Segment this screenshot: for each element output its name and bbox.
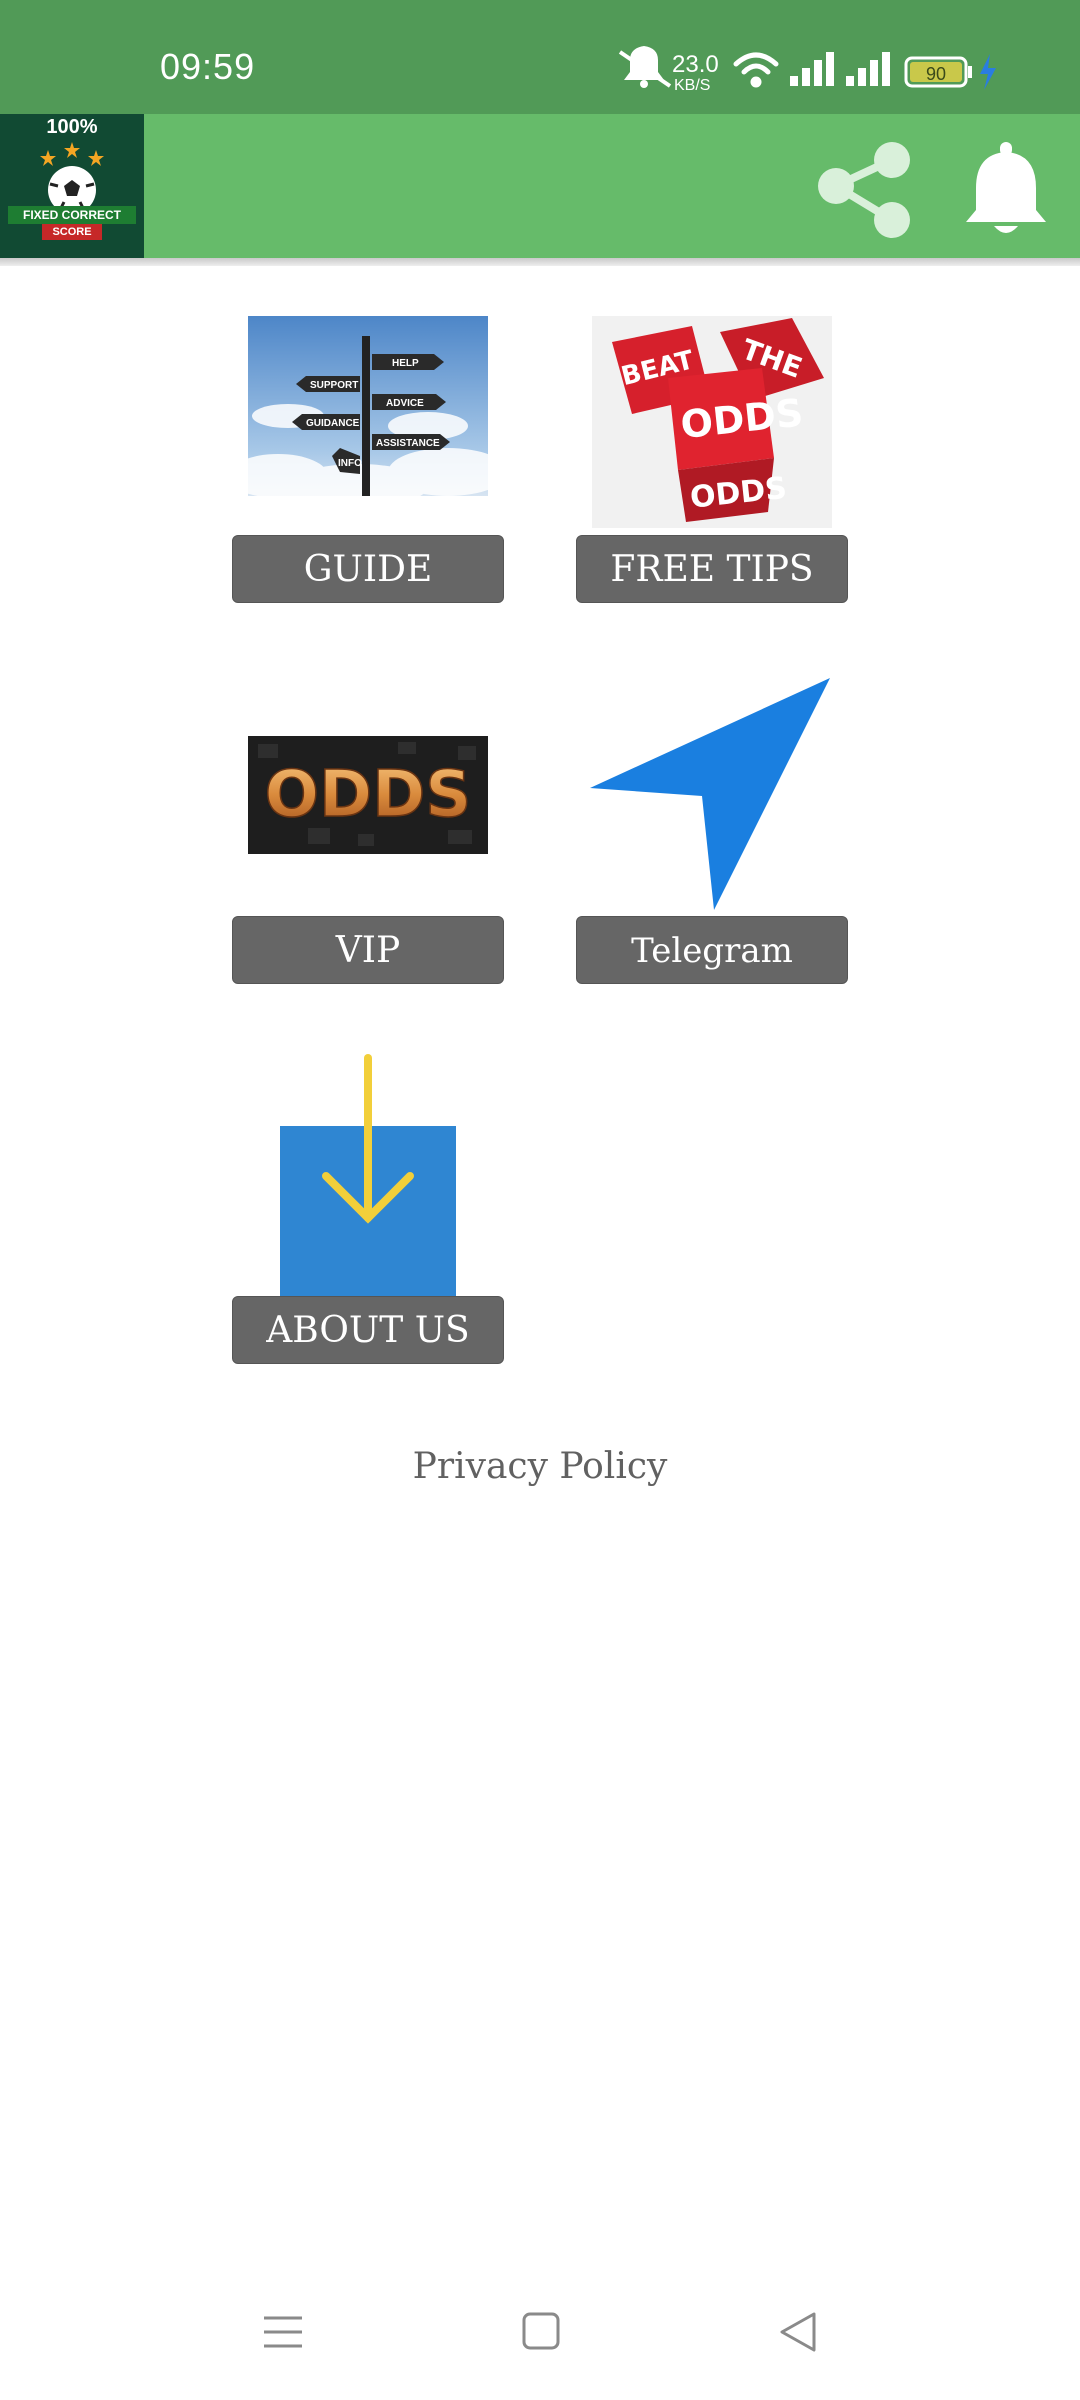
navigation-bar	[264, 2312, 816, 2352]
soccer-ball-icon	[40, 142, 104, 214]
status-time: 09:59	[160, 46, 256, 87]
free-tips-button[interactable]: FREE TIPS	[576, 535, 848, 603]
app-logo: 100% FIXED CORRECT SCORE	[0, 114, 144, 258]
battery-level: 90	[926, 64, 946, 84]
odds-image-text: ODDS	[265, 758, 472, 832]
toolbar-shadow	[0, 258, 1080, 266]
vip-odds-image[interactable]: ODDS	[248, 736, 488, 854]
status-icons: 23.0 KB/S 90	[618, 46, 996, 94]
guide-button[interactable]: GUIDE	[232, 535, 504, 603]
battery-icon: 90	[904, 56, 972, 88]
sign-help: HELP	[392, 358, 419, 369]
about-download-image[interactable]	[280, 1054, 456, 1298]
sign-support: SUPPORT	[310, 380, 358, 391]
net-unit: KB/S	[674, 77, 710, 94]
telegram-arrow-icon[interactable]	[590, 676, 836, 912]
logo-ribbon: FIXED CORRECT	[8, 206, 136, 224]
wifi-icon	[733, 52, 779, 88]
share-icon[interactable]	[810, 130, 920, 240]
charging-icon	[980, 54, 996, 90]
vip-button[interactable]: VIP	[232, 916, 504, 984]
about-us-button[interactable]: ABOUT US	[232, 1296, 504, 1364]
free-tips-dice-image[interactable]: BEAT THE ODDS ODDS	[592, 316, 832, 528]
telegram-users-button[interactable]: Telegram Users	[576, 916, 848, 1039]
menu-icon[interactable]	[264, 2316, 302, 2348]
guide-signpost-image[interactable]: HELP SUPPORT ADVICE GUIDANCE ASSISTANCE …	[248, 316, 488, 512]
status-bar: 09:59 23.0 KB/S	[0, 0, 1080, 114]
logo-percent: 100%	[46, 116, 98, 138]
logo-score: SCORE	[42, 224, 102, 240]
home-icon[interactable]	[522, 2312, 560, 2350]
sign-advice: ADVICE	[386, 398, 424, 409]
privacy-policy-link[interactable]: Privacy Policy	[412, 1446, 668, 1487]
sign-guidance: GUIDANCE	[306, 418, 360, 429]
net-speed: 23.0	[672, 51, 719, 78]
bell-icon[interactable]	[962, 138, 1050, 238]
mute-icon	[618, 46, 672, 88]
sign-info: INFO	[338, 458, 362, 469]
signal-icon	[790, 52, 834, 86]
signal-icon-2	[846, 52, 890, 86]
back-icon[interactable]	[780, 2312, 816, 2352]
sign-assistance: ASSISTANCE	[376, 438, 440, 449]
